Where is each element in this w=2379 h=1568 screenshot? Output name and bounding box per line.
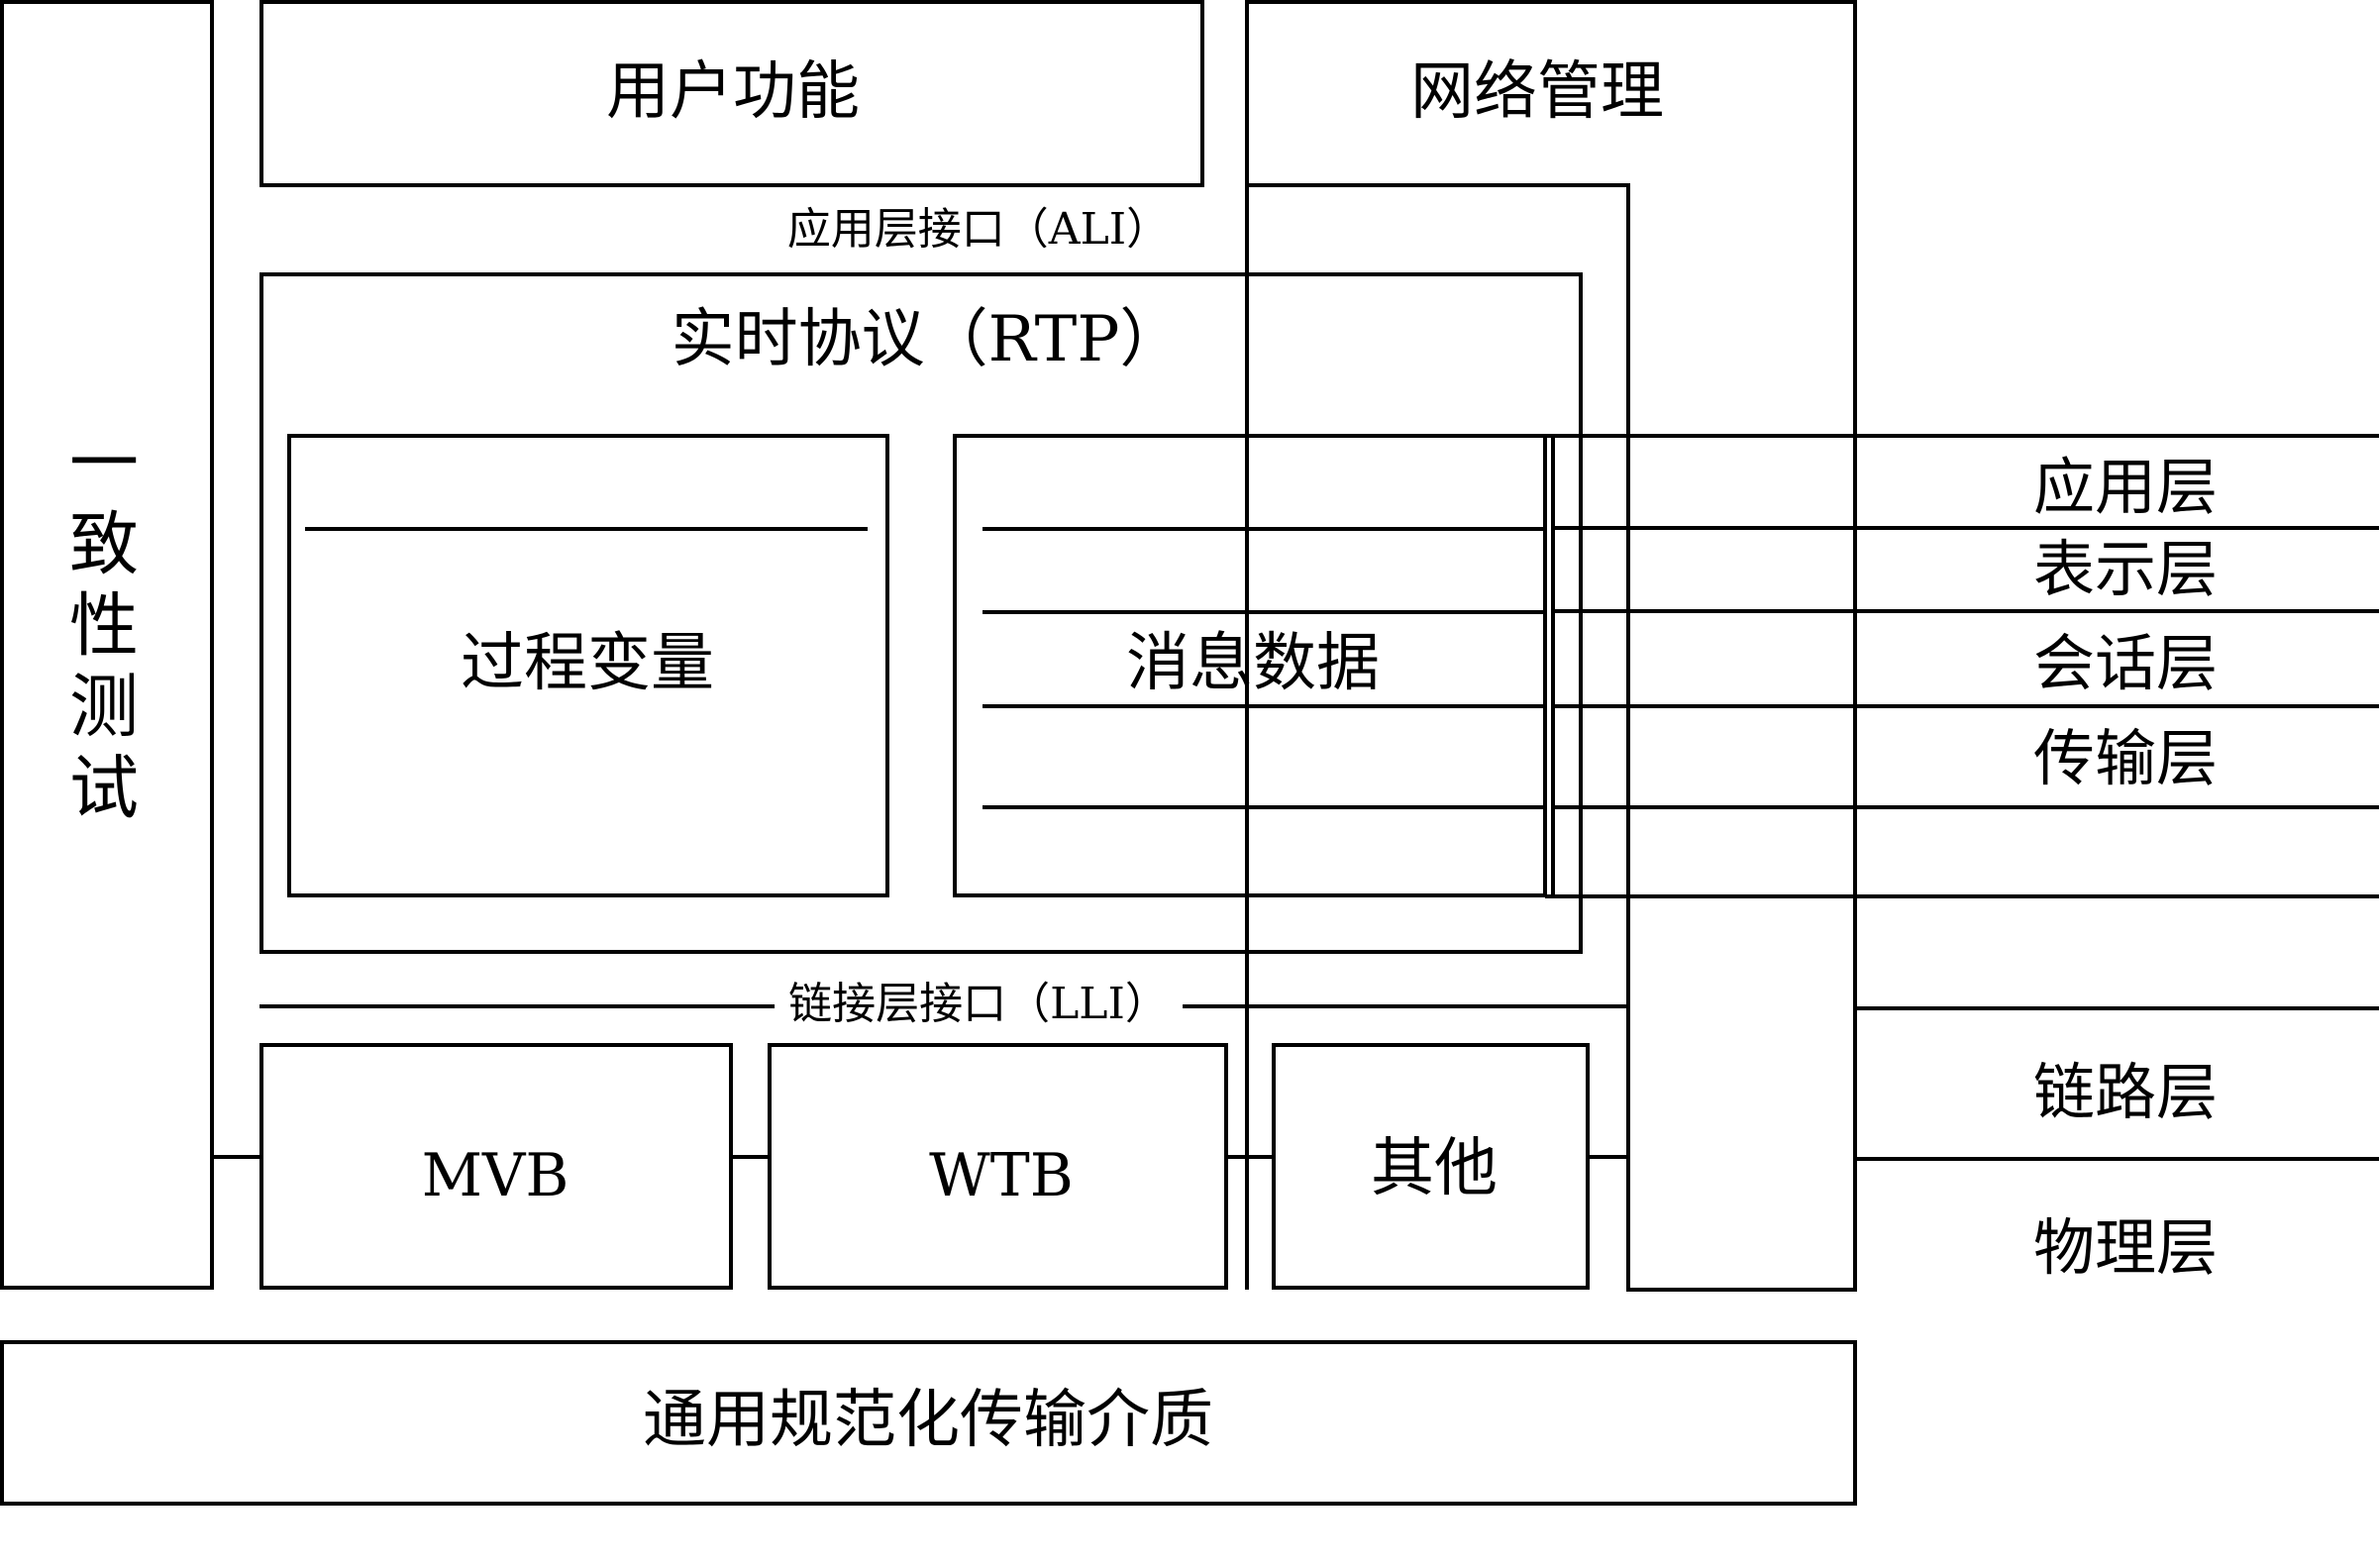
other-label: 其他 — [1371, 1132, 1498, 1205]
osi-inner-vertical — [1551, 434, 1555, 897]
wtb-box — [768, 1043, 1228, 1290]
osi-line-link-top — [1855, 1006, 2379, 1010]
user-functions-label: 用户功能 — [606, 55, 860, 129]
osi-line-trans-bottom — [1551, 805, 2379, 809]
message-data-box — [953, 434, 1547, 897]
transmission-medium-label: 通用规范化传输介质 — [643, 1384, 1213, 1457]
osi-layer-presentation: 表示层 — [2032, 533, 2219, 605]
process-variables-box — [287, 434, 889, 897]
mvb-box — [259, 1043, 733, 1290]
process-variables-label: 过程变量 — [461, 627, 714, 700]
osi-layer-physical: 物理层 — [2032, 1211, 2219, 1284]
ali-interface-label: 应用层接口（ALI） — [786, 204, 1171, 255]
message-data-label: 消息数据 — [1126, 627, 1380, 700]
conformance-test-label: 一致性测试 — [69, 422, 139, 828]
osi-line-app-pres — [1551, 526, 2379, 530]
osi-layer-transport: 传输层 — [2032, 722, 2219, 794]
rtp-label: 实时协议（RTP） — [671, 303, 1184, 376]
osi-layer-application: 应用层 — [2032, 451, 2219, 523]
message-data-divider-2 — [983, 610, 1545, 614]
conformance-test-column — [0, 0, 214, 1290]
osi-line-pres-sess — [1551, 609, 2379, 613]
process-variables-divider — [305, 527, 868, 531]
message-data-divider-4 — [983, 805, 1545, 809]
lli-interface-label: 链接层接口（LLI） — [775, 983, 1183, 1026]
osi-line-link-phys — [1855, 1157, 2379, 1161]
osi-line-sess-trans — [1551, 704, 2379, 708]
osi-line-top — [1545, 434, 2379, 438]
message-data-divider-3 — [983, 704, 1545, 708]
mvb-label: MVB — [421, 1141, 569, 1210]
wtb-label: WTB — [929, 1141, 1074, 1210]
osi-layer-link: 链路层 — [2032, 1056, 2219, 1128]
user-functions-box — [259, 0, 1204, 187]
osi-line-upper-bottom — [1545, 894, 2379, 898]
message-data-divider-1 — [983, 527, 1545, 531]
other-box — [1272, 1043, 1590, 1290]
network-management-label: 网络管理 — [1410, 55, 1664, 129]
osi-layer-session: 会话层 — [2032, 627, 2219, 699]
transmission-medium-box — [0, 1340, 1857, 1506]
rtp-box — [259, 272, 1583, 954]
